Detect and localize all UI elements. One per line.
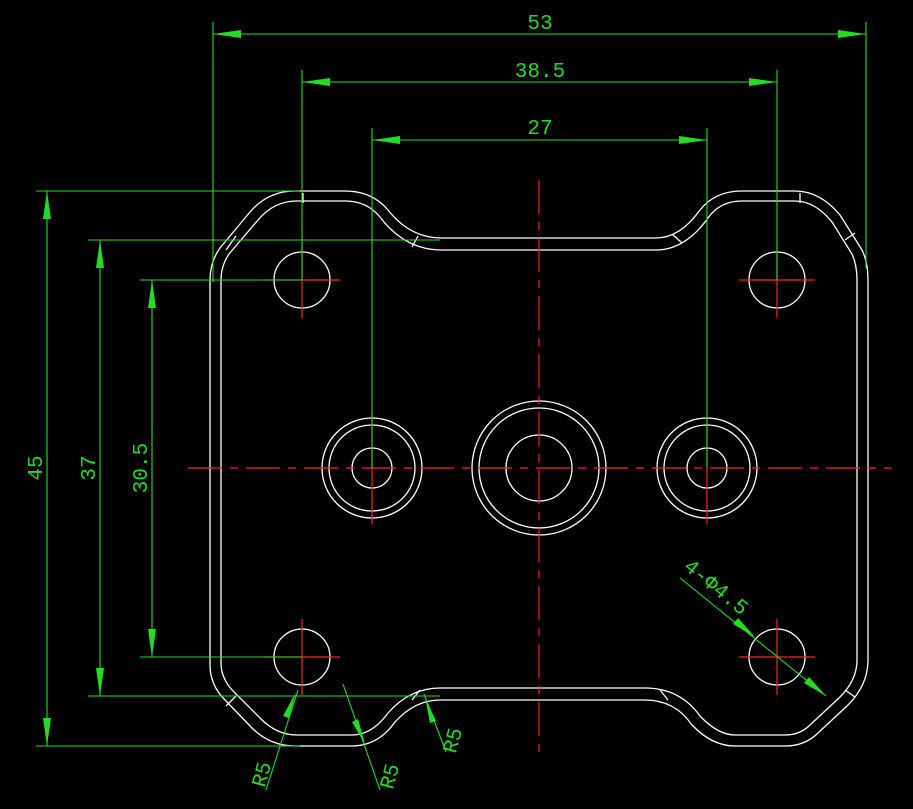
dim-notch-height: 37 <box>79 239 440 697</box>
dim-radius-middle: R5 <box>342 683 406 792</box>
tangent-mark <box>671 233 683 244</box>
dim-inner-hole-spacing: 27 <box>371 118 708 468</box>
dim-label-27: 27 <box>527 118 552 141</box>
dim-radius-right: R5 <box>423 693 469 756</box>
dim-label-38-5: 38.5 <box>515 61 565 84</box>
dim-label-53: 53 <box>527 13 552 36</box>
dim-label-r5-middle: R5 <box>377 762 406 792</box>
dim-label-30-5: 30.5 <box>131 443 154 493</box>
dim-radius-left: R5 <box>249 689 299 791</box>
dim-label-r5-right: R5 <box>440 726 469 756</box>
tangent-mark <box>411 235 419 248</box>
plate-inner-edge <box>220 200 858 736</box>
tangent-mark <box>225 695 237 707</box>
dim-hole-callout: 4-Φ4.5 <box>678 556 827 697</box>
dim-overall-height: 45 <box>26 190 300 747</box>
dim-hole-vertical-spacing: 30.5 <box>131 279 302 658</box>
dim-outer-hole-spacing: 38.5 <box>301 61 778 280</box>
centerlines <box>188 180 892 758</box>
plate-outline <box>209 190 869 747</box>
tangent-mark <box>844 232 856 241</box>
dim-label-hole-callout: 4-Φ4.5 <box>678 556 751 621</box>
tangent-mark <box>225 235 237 251</box>
dim-label-37: 37 <box>79 455 102 480</box>
tangent-mark <box>659 689 669 701</box>
dim-overall-width: 53 <box>212 13 867 282</box>
plate-outer-edge <box>209 190 869 747</box>
tangent-mark <box>411 689 421 701</box>
dim-label-45: 45 <box>26 455 49 480</box>
tangent-mark <box>844 689 856 698</box>
